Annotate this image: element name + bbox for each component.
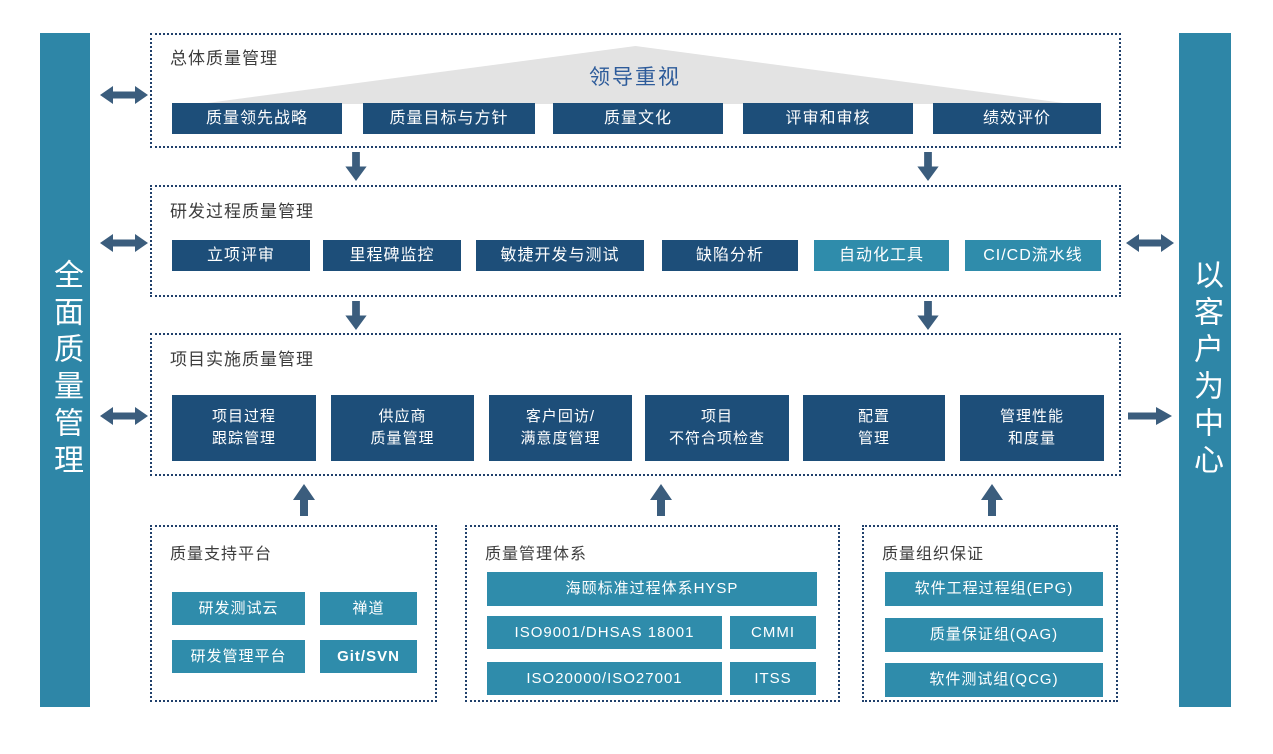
org-button-epg: 软件工程过程组(EPG): [885, 572, 1103, 606]
up-arrow-icon: [293, 484, 315, 516]
section-rd-title: 研发过程质量管理: [170, 202, 314, 221]
section-org-assurance: [862, 525, 1118, 702]
rd-button-cicd-pipeline: CI/CD流水线: [965, 240, 1101, 271]
org-button-qag: 质量保证组(QAG): [885, 618, 1103, 652]
left-bar-total-quality: 全面质量管理: [40, 33, 90, 707]
org-assurance-title: 质量组织保证: [882, 546, 985, 563]
section-overall-title: 总体质量管理: [170, 49, 278, 68]
section-support-platform: [150, 525, 437, 702]
project-button-process-tracking: 项目过程 跟踪管理: [172, 395, 316, 461]
system-button-iso20000: ISO20000/ISO27001: [487, 662, 722, 695]
overall-button-strategy: 质量领先战略: [172, 103, 342, 134]
overall-button-performance: 绩效评价: [933, 103, 1101, 134]
left-bar-label: 全面质量管理: [49, 259, 82, 481]
rd-button-agile-test: 敏捷开发与测试: [476, 240, 644, 271]
system-button-iso9001: ISO9001/DHSAS 18001: [487, 616, 722, 649]
system-button-hysp: 海颐标准过程体系HYSP: [487, 572, 817, 606]
project-button-configuration: 配置 管理: [803, 395, 945, 461]
section-rd-process: [150, 185, 1121, 297]
leadership-label: 领导重视: [589, 66, 681, 89]
org-button-qcg: 软件测试组(QCG): [885, 663, 1103, 697]
up-arrow-icon: [650, 484, 672, 516]
support-button-rd-platform: 研发管理平台: [172, 640, 305, 673]
system-button-itss: ITSS: [730, 662, 816, 695]
right-bar-label: 以客户为中心: [1189, 259, 1222, 481]
bidirectional-arrow-icon: [100, 84, 148, 106]
rd-button-automation-tools: 自动化工具: [814, 240, 949, 271]
project-button-nonconformance: 项目 不符合项检查: [645, 395, 789, 461]
project-button-performance-measure: 管理性能 和度量: [960, 395, 1104, 461]
bidirectional-arrow-icon: [100, 232, 148, 254]
project-button-supplier-quality: 供应商 质量管理: [331, 395, 474, 461]
overall-button-review-audit: 评审和审核: [743, 103, 913, 134]
support-button-zentao: 禅道: [320, 592, 417, 625]
section-quality-system: [465, 525, 840, 702]
project-button-customer-visit: 客户回访/ 满意度管理: [489, 395, 632, 461]
system-button-cmmi: CMMI: [730, 616, 816, 649]
rd-button-defect-analysis: 缺陷分析: [662, 240, 798, 271]
support-platform-title: 质量支持平台: [170, 546, 273, 563]
right-arrow-icon: [1128, 405, 1172, 427]
section-overall-quality: [150, 33, 1121, 148]
right-bar-customer-centric: 以客户为中心: [1179, 33, 1231, 707]
down-arrow-icon: [917, 301, 939, 330]
rd-button-milestone: 里程碑监控: [323, 240, 461, 271]
up-arrow-icon: [981, 484, 1003, 516]
down-arrow-icon: [345, 301, 367, 330]
support-button-test-cloud: 研发测试云: [172, 592, 305, 625]
support-button-git-svn: Git/SVN: [320, 640, 417, 673]
rd-button-project-review: 立项评审: [172, 240, 310, 271]
section-project-impl: [150, 333, 1121, 476]
overall-button-goals: 质量目标与方针: [363, 103, 535, 134]
quality-system-title: 质量管理体系: [485, 546, 588, 563]
down-arrow-icon: [345, 152, 367, 181]
section-project-title: 项目实施质量管理: [170, 350, 314, 369]
bidirectional-arrow-icon: [1126, 232, 1174, 254]
down-arrow-icon: [917, 152, 939, 181]
bidirectional-arrow-icon: [100, 405, 148, 427]
overall-button-culture: 质量文化: [553, 103, 723, 134]
